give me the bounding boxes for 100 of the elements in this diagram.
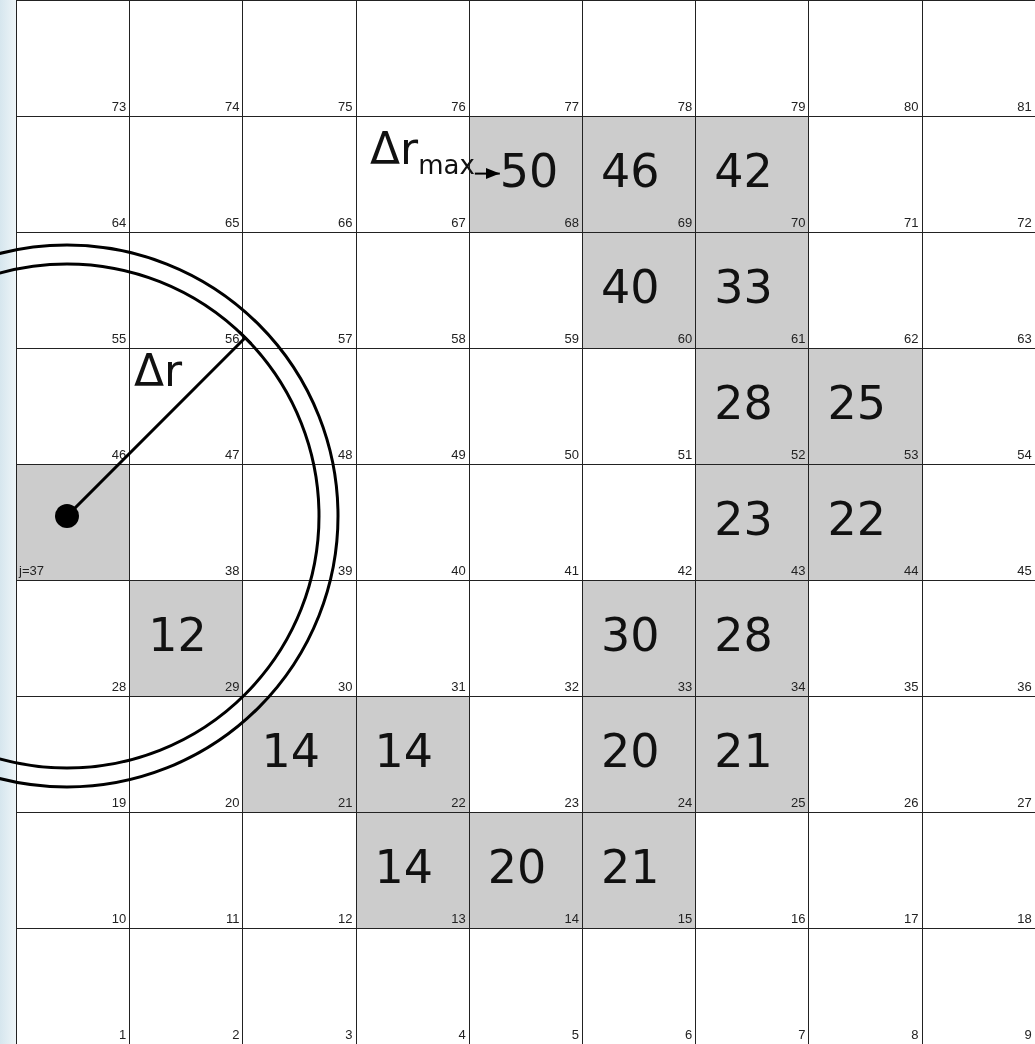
cell-index: 74 bbox=[224, 100, 240, 114]
cell-index: 19 bbox=[111, 796, 127, 810]
cell-index: 39 bbox=[338, 564, 353, 578]
cell-value: 21 bbox=[714, 725, 773, 777]
cell-value: 20 bbox=[487, 841, 547, 893]
cell-index: 62 bbox=[904, 332, 919, 346]
cell-index: 10 bbox=[111, 912, 127, 926]
cell-index: 57 bbox=[338, 332, 353, 346]
cell-value: 12 bbox=[148, 609, 207, 661]
cell-index: 68 bbox=[564, 216, 579, 230]
cell-index: 73 bbox=[111, 100, 127, 114]
cell-index: 11 bbox=[225, 912, 240, 926]
cell-index: 75 bbox=[338, 100, 353, 114]
cell-index: 20 bbox=[224, 796, 240, 810]
cell-index: 23 bbox=[564, 796, 579, 810]
cell-value: 42 bbox=[714, 145, 773, 197]
cell-index: 47 bbox=[224, 448, 240, 462]
cell-index: 65 bbox=[224, 216, 240, 230]
cell-index: 38 bbox=[224, 564, 240, 578]
cell-index: 50 bbox=[564, 448, 579, 462]
cell-index: 81 bbox=[1017, 100, 1032, 114]
cell-index: 54 bbox=[1017, 448, 1032, 462]
cell-index: 77 bbox=[564, 100, 579, 114]
cell-value: 14 bbox=[374, 841, 434, 893]
cell-index: 45 bbox=[1017, 564, 1032, 578]
cell-index: 66 bbox=[338, 216, 353, 230]
cell-index: 22 bbox=[451, 796, 466, 810]
cell-index: 36 bbox=[1017, 680, 1032, 694]
cell-value: 14 bbox=[374, 725, 434, 777]
cell-index: 3 bbox=[345, 1028, 353, 1042]
cell-index: 61 bbox=[790, 332, 806, 346]
cell-index: 63 bbox=[1017, 332, 1032, 346]
cell-index: 71 bbox=[904, 216, 919, 230]
cell-index: 78 bbox=[677, 100, 693, 114]
cell-index: 15 bbox=[677, 912, 693, 926]
cell-index: 5 bbox=[571, 1028, 579, 1042]
cell-index: 12 bbox=[338, 912, 353, 926]
cell-value: 30 bbox=[601, 609, 660, 661]
arrow bbox=[473, 168, 501, 180]
cell-index: 31 bbox=[451, 680, 466, 694]
cell-index: 8 bbox=[911, 1028, 919, 1042]
cell-index: 76 bbox=[451, 100, 466, 114]
cell-value: 46 bbox=[601, 145, 660, 197]
cell-index: 25 bbox=[790, 796, 806, 810]
cell-index: 72 bbox=[1017, 216, 1032, 230]
cell-index: 17 bbox=[904, 912, 919, 926]
cell-index: 1 bbox=[118, 1028, 127, 1042]
cell-index: 9 bbox=[1024, 1028, 1032, 1042]
cell-index: 69 bbox=[677, 216, 693, 230]
cell-index: 58 bbox=[451, 332, 466, 346]
cell-index: 34 bbox=[790, 680, 806, 694]
cell-index: 13 bbox=[451, 912, 466, 926]
cell-index: 79 bbox=[790, 100, 806, 114]
cell-value: 50 bbox=[499, 145, 559, 197]
cell-index: 7 bbox=[798, 1028, 806, 1042]
cell-value: 33 bbox=[714, 261, 773, 313]
cell-index: 51 bbox=[677, 448, 693, 462]
cell-index: 48 bbox=[338, 448, 353, 462]
cell-value: 28 bbox=[714, 609, 773, 661]
cell-index: 40 bbox=[451, 564, 466, 578]
cell-value: 21 bbox=[601, 841, 660, 893]
cell-index: 53 bbox=[904, 448, 919, 462]
cell-index: 28 bbox=[111, 680, 127, 694]
cell-index: 35 bbox=[904, 680, 919, 694]
cell-index: 49 bbox=[451, 448, 466, 462]
cell-index: 2 bbox=[232, 1028, 240, 1042]
cell-index: 21 bbox=[338, 796, 353, 810]
cell-index: 60 bbox=[677, 332, 693, 346]
cell-index: 52 bbox=[790, 448, 806, 462]
cell-value: 20 bbox=[601, 725, 660, 777]
cell-index: 56 bbox=[224, 332, 240, 346]
cell-index: 26 bbox=[904, 796, 919, 810]
cell-index: 18 bbox=[1017, 912, 1032, 926]
cell-index: 32 bbox=[564, 680, 579, 694]
cell-value: 14 bbox=[261, 725, 320, 777]
cell-value: 25 bbox=[827, 377, 886, 429]
cell-value: 28 bbox=[714, 377, 773, 429]
cell-value: 40 bbox=[601, 261, 660, 313]
cell-index: 41 bbox=[564, 564, 579, 578]
cell-index: 59 bbox=[564, 332, 579, 346]
cell-index: 30 bbox=[338, 680, 353, 694]
cell-value: 22 bbox=[827, 493, 886, 545]
cell-value: 23 bbox=[714, 493, 773, 545]
cell-index: 14 bbox=[564, 912, 579, 926]
cell-index: 42 bbox=[677, 564, 693, 578]
cell-index: 24 bbox=[677, 796, 693, 810]
cell-index: 80 bbox=[904, 100, 919, 114]
cell-index: j=37 bbox=[19, 564, 44, 578]
cell-index: 27 bbox=[1017, 796, 1032, 810]
cell-index: 33 bbox=[677, 680, 693, 694]
cell-index: 6 bbox=[684, 1028, 693, 1042]
cell-index: 55 bbox=[111, 332, 127, 346]
cell-index: 29 bbox=[224, 680, 240, 694]
cell-index: 70 bbox=[790, 216, 806, 230]
cell-index: 44 bbox=[904, 564, 919, 578]
cell-index: 16 bbox=[790, 912, 806, 926]
cell-index: 43 bbox=[790, 564, 806, 578]
cell-index: 4 bbox=[458, 1028, 466, 1042]
radius-label: Δr bbox=[134, 346, 183, 396]
cell-index: 64 bbox=[111, 216, 127, 230]
